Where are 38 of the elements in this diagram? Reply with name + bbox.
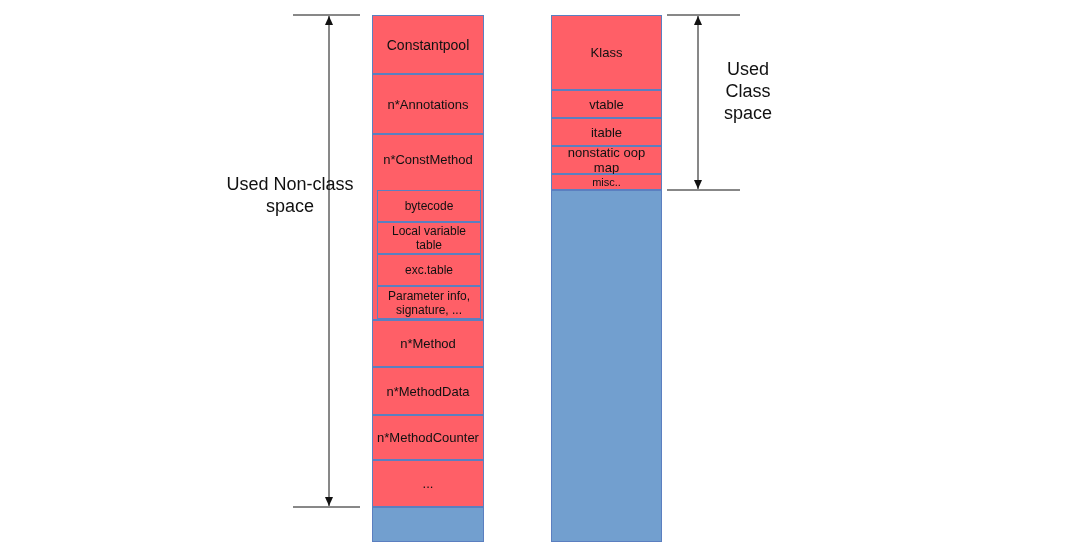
block-label: exc.table <box>404 263 454 277</box>
block-label: nonstatic oop map <box>566 145 647 175</box>
block-label: n*ConstMethod <box>382 152 474 167</box>
memory-block <box>551 90 662 118</box>
memory-block <box>372 15 484 74</box>
dimension-label: Used Non-class space <box>225 173 355 217</box>
memory-block <box>372 134 484 320</box>
memory-block <box>372 320 484 367</box>
memory-block <box>551 174 662 190</box>
dimension-label: Used Class space <box>722 58 773 124</box>
block-label: Constantpool <box>385 36 471 53</box>
block-label: n*MethodData <box>385 383 471 399</box>
memory-block <box>372 460 484 507</box>
memory-column <box>372 15 484 542</box>
memory-block <box>551 146 662 174</box>
block-label: misc.. <box>591 176 622 188</box>
memory-block <box>551 118 662 146</box>
free-space-block <box>551 190 662 542</box>
block-label: Klass <box>589 45 624 60</box>
block-label: vtable <box>588 96 625 112</box>
memory-block <box>377 254 481 286</box>
memory-block <box>551 15 662 90</box>
block-label: Local variable table <box>390 224 467 252</box>
memory-block <box>377 190 481 222</box>
block-label: n*Annotations <box>386 96 470 112</box>
block-label: Parameter info, signature, ... <box>386 288 471 317</box>
block-label: itable <box>589 124 624 140</box>
memory-block <box>372 415 484 460</box>
block-label: n*Method <box>399 336 457 351</box>
memory-block <box>377 222 481 254</box>
block-label: n*MethodCounter <box>376 430 480 445</box>
free-space-block <box>372 507 484 542</box>
memory-column <box>551 15 662 542</box>
block-label: bytecode <box>403 199 455 213</box>
block-label: ... <box>421 476 435 491</box>
memory-block <box>372 367 484 415</box>
memory-block <box>377 286 481 319</box>
memory-block <box>372 74 484 134</box>
